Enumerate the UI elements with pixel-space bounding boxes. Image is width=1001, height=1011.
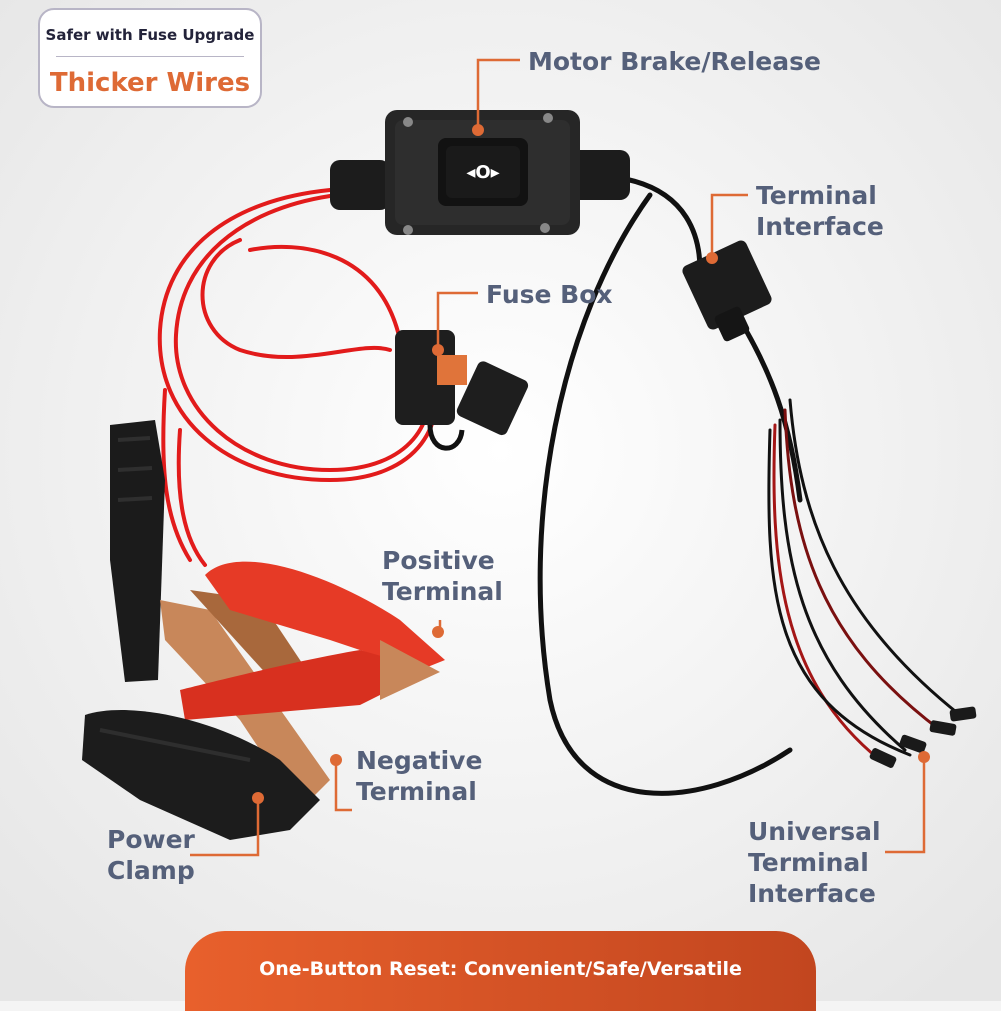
- branch-terminals: [869, 706, 977, 768]
- red-wire-loop-4: [248, 244, 402, 342]
- label-terminal-interface: Terminal Interface: [756, 181, 884, 241]
- label-motor-brake: Motor Brake/Release: [528, 47, 821, 76]
- label-universal-terminal: Universal Terminal Interface: [748, 817, 881, 908]
- badge-divider: [56, 56, 244, 57]
- branch-wires: [767, 398, 962, 762]
- wire-harness: [737, 317, 803, 503]
- switch-box: ◂O▸: [330, 110, 630, 235]
- black-wire-main: [617, 175, 703, 273]
- label-positive-terminal: Positive Terminal: [382, 546, 503, 606]
- red-clamp: [180, 561, 445, 720]
- switch-symbol[interactable]: ◂O▸: [466, 162, 499, 183]
- callout-lines: [190, 58, 926, 857]
- label-power-clamp: Power Clamp: [107, 825, 195, 885]
- red-wire-loop-2: [173, 194, 431, 473]
- black-clamp-upper: [110, 420, 165, 682]
- callout-line-fuse: [436, 291, 478, 350]
- fuse-upgrade-badge: Safer with Fuse Upgrade Thicker Wires: [38, 8, 262, 108]
- label-fuse-box: Fuse Box: [486, 280, 613, 309]
- callout-dots: [252, 124, 930, 804]
- callout-line-negative: [334, 760, 352, 812]
- red-wire-to-clamp: [161, 388, 192, 562]
- banner-text: One-Button Reset: Convenient/Safe/Versat…: [259, 958, 742, 980]
- red-wire-loop-3: [200, 238, 392, 359]
- callout-line-terminal: [710, 193, 748, 258]
- red-wire-to-clamp-2: [176, 428, 207, 567]
- callout-line-power: [190, 800, 260, 857]
- terminal-connector: [682, 240, 772, 342]
- black-wire-loop: [537, 192, 793, 796]
- feature-banner: One-Button Reset: Convenient/Safe/Versat…: [185, 931, 816, 1011]
- red-wires: [157, 188, 438, 567]
- callout-line-motor: [476, 58, 520, 130]
- badge-title: Thicker Wires: [49, 68, 251, 98]
- black-clamp-lower: [82, 710, 320, 840]
- callout-line-universal: [885, 757, 926, 854]
- red-wire-loop-1: [157, 188, 438, 483]
- label-negative-terminal: Negative Terminal: [356, 746, 483, 806]
- badge-subtitle: Safer with Fuse Upgrade: [45, 26, 255, 44]
